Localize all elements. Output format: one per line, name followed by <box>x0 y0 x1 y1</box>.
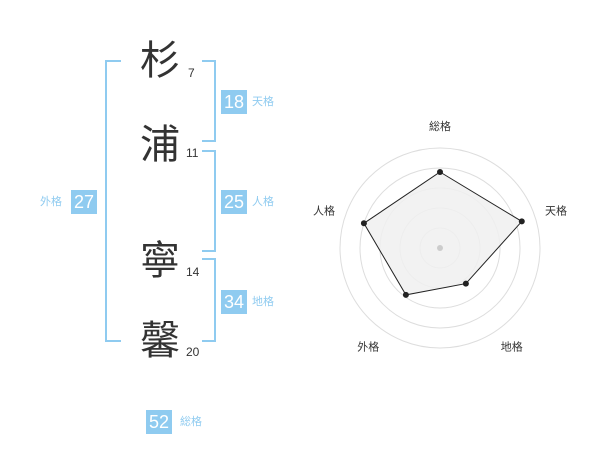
chikaku-value: 34 <box>221 290 248 314</box>
radar-point-4 <box>402 291 409 298</box>
radar-polygon <box>363 171 523 296</box>
radar-ring-2 <box>359 167 521 329</box>
gaikaku-label: 外格 <box>40 195 62 208</box>
radar-point-3 <box>462 280 469 287</box>
jinkaku-value: 25 <box>221 190 248 214</box>
radar-points <box>360 169 525 298</box>
chikaku-label: 地格 <box>252 295 274 308</box>
radar-point-2 <box>518 218 525 225</box>
name-char-4: 馨 <box>140 318 180 364</box>
jinkaku-bracket <box>202 150 216 252</box>
jinkaku-label: 人格 <box>252 195 274 208</box>
radar-axis-label-3: 地格 <box>501 340 523 354</box>
radar-point-5 <box>360 220 367 227</box>
tenkaku-bracket <box>202 60 216 142</box>
name-char-2: 浦 <box>140 122 180 168</box>
stroke-count-2: 11 <box>186 146 199 160</box>
radar-axis-label-5: 人格 <box>313 203 335 217</box>
radar-point-1 <box>437 169 443 175</box>
name-char-1: 杉 <box>140 38 180 84</box>
gaikaku-value: 27 <box>71 190 98 214</box>
radar-ring-1 <box>339 147 541 349</box>
stroke-count-4: 20 <box>186 345 200 359</box>
radar-axis-label-4: 外格 <box>357 340 379 354</box>
radar-center-dot <box>437 245 443 251</box>
soukaku-label: 総格 <box>180 415 202 428</box>
tenkaku-label: 天格 <box>252 95 274 108</box>
tenkaku-value: 18 <box>221 90 248 114</box>
chikaku-bracket <box>202 258 216 342</box>
soukaku-value: 52 <box>146 410 173 434</box>
radar-axis-label-2: 天格 <box>545 203 567 217</box>
stroke-count-1: 7 <box>188 66 195 80</box>
radar-axis-label-1: 総格 <box>429 119 451 133</box>
gaikaku-bracket <box>105 60 121 342</box>
stroke-count-3: 14 <box>186 265 200 279</box>
name-char-3: 寧 <box>140 238 180 284</box>
